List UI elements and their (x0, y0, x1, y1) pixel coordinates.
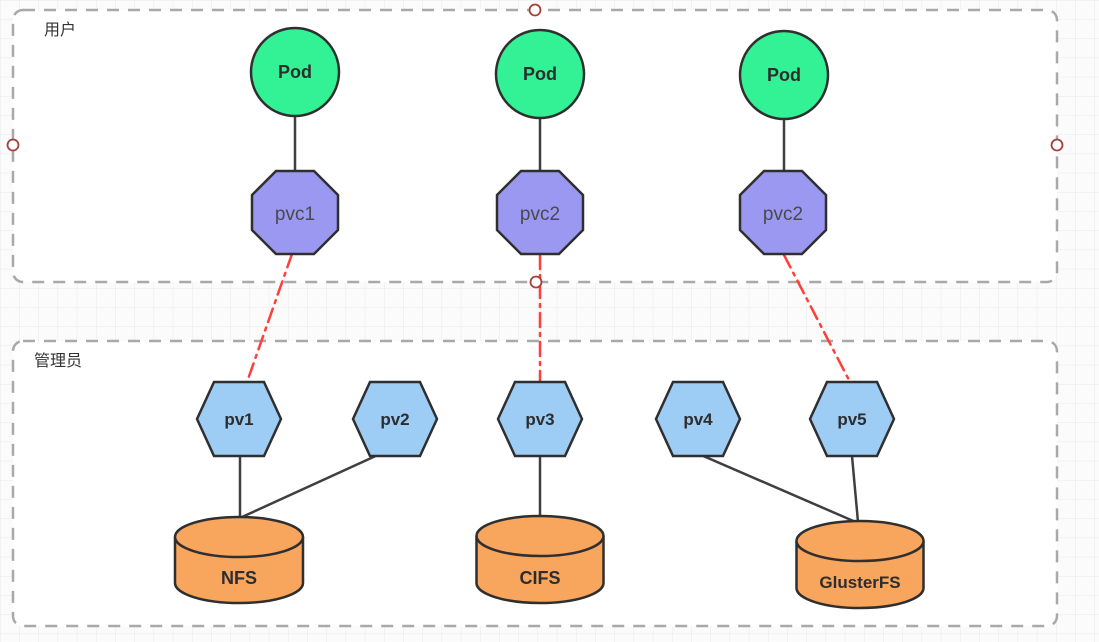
pv-1-shape[interactable] (195, 380, 283, 458)
storage-nfs-cap[interactable] (173, 515, 305, 559)
pv-2-label: pv2 (380, 410, 409, 429)
pod-3-shape[interactable] (738, 29, 830, 121)
connection-handle-right[interactable] (1050, 138, 1064, 152)
pv-5-shape[interactable] (808, 380, 896, 458)
pv-5-label: pv5 (837, 410, 866, 429)
pv-3-label: pv3 (525, 410, 554, 429)
storage-cifs-cap[interactable] (475, 514, 605, 558)
pvc-1-shape[interactable] (250, 169, 340, 256)
edge-pv5-glusterfs[interactable] (850, 454, 860, 524)
pvc-2-label: pvc2 (520, 204, 560, 225)
pv-4-label: pv4 (683, 410, 713, 429)
pod-1-shape[interactable] (249, 26, 341, 118)
connection-handle-top[interactable] (528, 3, 542, 17)
pvc-1-label: pvc1 (275, 204, 315, 225)
group-label-user: 用户 (44, 21, 76, 39)
connection-handle-left[interactable] (6, 138, 20, 152)
edge-pv4-glusterfs[interactable] (699, 453, 860, 525)
pvc-3-shape[interactable] (738, 169, 828, 256)
pv-3-shape[interactable] (496, 380, 584, 458)
pod-3-label: Pod (767, 65, 801, 85)
edge-pvc1-pv1[interactable] (245, 252, 294, 384)
connection-handle-bottom[interactable] (529, 275, 543, 289)
pv-4-shape[interactable] (654, 380, 742, 458)
storage-cifs-label: CIFS (519, 568, 560, 588)
pv-1-label: pv1 (224, 410, 253, 429)
pod-1-label: Pod (278, 62, 312, 82)
pvc-2-shape[interactable] (495, 169, 585, 256)
storage-nfs-label: NFS (221, 568, 257, 588)
pod-2-shape[interactable] (494, 28, 586, 120)
pv-2-shape[interactable] (351, 380, 439, 458)
edge-pv2-nfs[interactable] (240, 452, 382, 519)
group-label-admin: 管理员 (34, 352, 82, 370)
pvc-3-label: pvc2 (763, 204, 803, 225)
edge-pvc2-pv5[interactable] (782, 253, 852, 384)
storage-glusterfs-cap[interactable] (795, 519, 925, 563)
storage-glusterfs-label: GlusterFS (819, 573, 900, 592)
pod-2-label: Pod (523, 64, 557, 84)
